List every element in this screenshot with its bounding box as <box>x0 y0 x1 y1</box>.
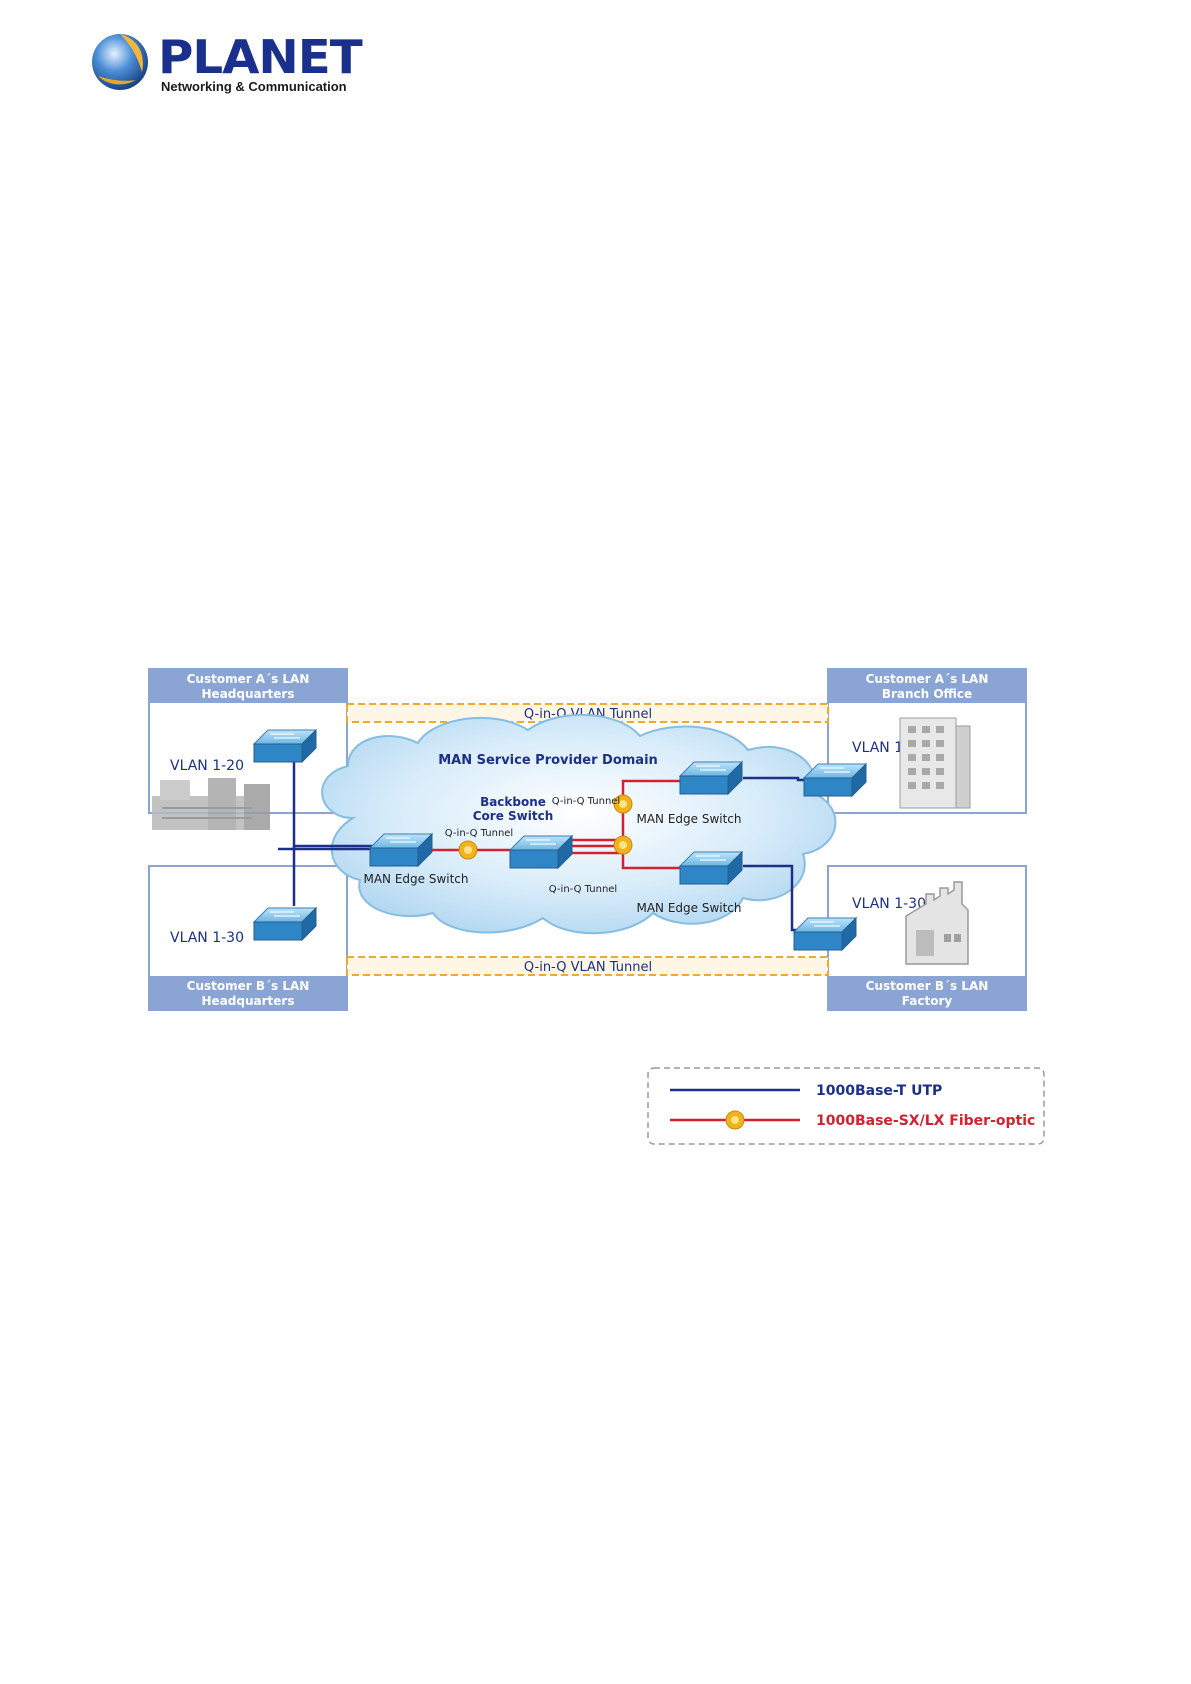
sfp-module-bottom-icon <box>613 835 633 855</box>
cloud-title: MAN Service Provider Domain <box>438 753 658 768</box>
legend-sfp-icon <box>725 1110 745 1130</box>
man-edge-switch-left-icon <box>369 833 433 867</box>
panel-b-hq-subtitle: Headquarters <box>202 994 295 1008</box>
switch-a-branch-icon <box>803 763 867 797</box>
switch-b-factory-icon <box>793 917 857 951</box>
vlan-b-factory-label: VLAN 1-30 <box>852 896 926 912</box>
qinq-top-label: Q-in-Q Tunnel <box>552 796 620 807</box>
edge-bottom-right-label: MAN Edge Switch <box>636 901 741 915</box>
cloud-shape <box>321 714 837 935</box>
backbone-core-switch-icon <box>509 835 573 869</box>
tunnel-bottom: Q-in-Q VLAN Tunnel <box>346 956 829 976</box>
qinq-network-diagram: Customer A´s LAN Headquarters VLAN 1-20 … <box>148 668 1048 1146</box>
vlan-b-hq-label: VLAN 1-30 <box>170 930 244 946</box>
man-edge-switch-top-right-icon <box>679 761 743 795</box>
edge-left-label: MAN Edge Switch <box>363 872 468 886</box>
panel-a-hq-subtitle: Headquarters <box>202 687 295 701</box>
switch-b-hq-icon <box>253 907 317 941</box>
panel-customer-b-hq: Customer B´s LAN Headquarters VLAN 1-30 <box>148 865 348 1011</box>
panel-a-branch-title: Customer A´s LAN <box>866 672 989 686</box>
man-edge-switch-bottom-right-icon <box>679 851 743 885</box>
panel-customer-b-factory: Customer B´s LAN Factory VLAN 1-30 <box>827 865 1027 1011</box>
factory-icon <box>905 881 969 965</box>
switch-a-hq-icon <box>253 729 317 763</box>
brand-name: PLANET <box>158 30 363 84</box>
panel-b-factory-subtitle: Factory <box>902 994 953 1008</box>
qinq-bottom-label: Q-in-Q Tunnel <box>549 884 617 895</box>
sfp-module-left-icon <box>458 840 478 860</box>
panel-a-hq-title: Customer A´s LAN <box>187 672 310 686</box>
backbone-label-line1: Backbone <box>480 795 546 809</box>
legend: 1000Base-T UTP 1000Base-SX/LX Fiber-opti… <box>647 1067 1045 1145</box>
planet-logo: PLANET Networking & Communication <box>88 28 363 100</box>
qinq-left-label: Q-in-Q Tunnel <box>445 828 513 839</box>
vlan-a-hq-label: VLAN 1-20 <box>170 758 244 774</box>
globe-icon <box>92 34 148 90</box>
panel-a-branch-subtitle: Branch Office <box>882 687 972 701</box>
legend-fiber-label: 1000Base-SX/LX Fiber-optic <box>816 1113 1035 1129</box>
legend-utp-label: 1000Base-T UTP <box>816 1083 942 1099</box>
office-building-icon <box>899 717 971 809</box>
edge-top-right-label: MAN Edge Switch <box>636 812 741 826</box>
brand-tagline: Networking & Communication <box>161 79 347 94</box>
headquarters-building-icon <box>152 778 270 830</box>
tunnel-bottom-label: Q-in-Q VLAN Tunnel <box>524 960 652 975</box>
panel-b-hq-title: Customer B´s LAN <box>187 979 310 993</box>
backbone-label-line2: Core Switch <box>473 809 554 823</box>
panel-b-factory-title: Customer B´s LAN <box>866 979 989 993</box>
